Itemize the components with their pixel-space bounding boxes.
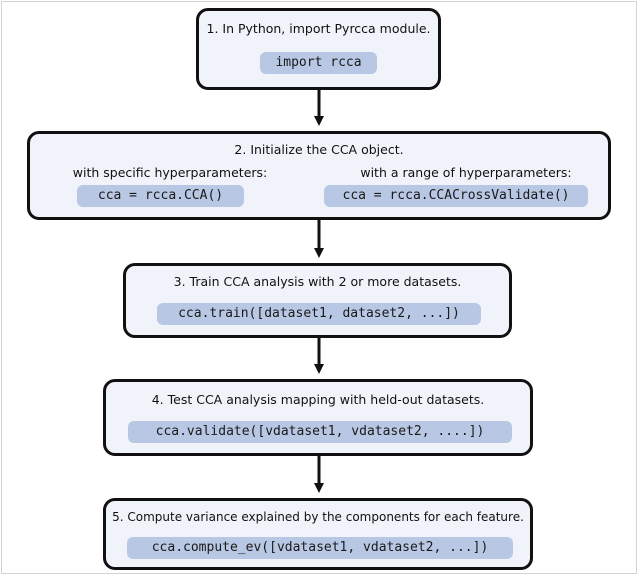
- step-4-code: cca.validate([vdataset1, vdataset2, ....…: [128, 421, 512, 443]
- step-1-code: import rcca: [260, 52, 377, 74]
- step-1-box: 1. In Python, import Pyrcca module. impo…: [196, 8, 441, 90]
- step-4-title: 4. Test CCA analysis mapping with held-o…: [151, 392, 485, 407]
- step-5-box: 5. Compute variance explained by the com…: [103, 498, 533, 570]
- step-2-box: 2. Initialize the CCA object. with speci…: [27, 131, 611, 220]
- step-3-code: cca.train([dataset1, dataset2, ...]): [157, 303, 481, 325]
- step-2-left-label: with specific hyperparameters:: [72, 165, 268, 180]
- step-3-box: 3. Train CCA analysis with 2 or more dat…: [123, 263, 512, 338]
- step-5-title: 5. Compute variance explained by the com…: [112, 510, 524, 524]
- step-2-right-code: cca = rcca.CCACrossValidate(): [324, 185, 588, 207]
- step-5-code: cca.compute_ev([vdataset1, vdataset2, ..…: [127, 537, 513, 559]
- step-4-box: 4. Test CCA analysis mapping with held-o…: [103, 379, 533, 456]
- step-2-title: 2. Initialize the CCA object.: [234, 142, 404, 157]
- step-1-title: 1. In Python, import Pyrcca module.: [206, 21, 431, 36]
- step-3-title: 3. Train CCA analysis with 2 or more dat…: [173, 274, 462, 289]
- step-2-left-code: cca = rcca.CCA(): [77, 185, 244, 207]
- step-2-right-label: with a range of hyperparameters:: [360, 165, 572, 180]
